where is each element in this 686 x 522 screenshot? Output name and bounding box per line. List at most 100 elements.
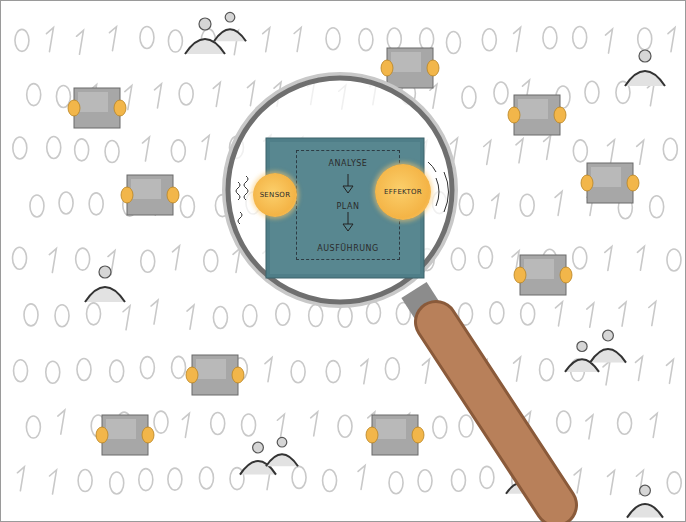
zero-digit <box>276 303 290 325</box>
person-icon <box>266 437 298 466</box>
agent-box-shade <box>78 92 108 112</box>
zero-digit <box>139 469 153 491</box>
one-digit <box>361 360 368 384</box>
one-digit <box>514 357 521 381</box>
agent-box <box>127 175 173 215</box>
lens-glass <box>228 78 452 302</box>
zero-digit <box>573 247 587 269</box>
zero-digit <box>338 305 352 327</box>
person-icon <box>85 266 125 302</box>
zero-digit <box>14 360 28 382</box>
one-digit <box>49 249 56 273</box>
zero-digit <box>462 86 476 108</box>
agent-box-shade <box>131 179 161 199</box>
zero-digit <box>480 466 494 488</box>
zero-digit <box>309 305 323 327</box>
agent-port <box>186 367 198 383</box>
zero-digit <box>59 192 73 214</box>
person-shoulders <box>85 287 125 302</box>
person-icon <box>214 12 246 41</box>
node-label: ANALYSE <box>329 159 368 168</box>
zero-digit <box>573 27 587 49</box>
one-digit <box>151 300 158 324</box>
agent-box-shade <box>391 52 421 72</box>
agent-square <box>514 255 572 295</box>
agent-box <box>74 88 120 128</box>
zero-digit <box>105 141 119 163</box>
zero-digit <box>26 416 40 438</box>
zero-digit <box>291 361 305 383</box>
one-digit <box>555 191 562 215</box>
zero-digit <box>326 361 340 383</box>
effector-circle: EFFEKTOR <box>375 164 431 220</box>
one-digit <box>492 194 499 218</box>
agent-box-shade <box>524 259 554 279</box>
one-digit <box>213 82 220 106</box>
one-digit <box>516 139 523 163</box>
person-head <box>199 18 211 30</box>
one-digit <box>649 302 656 326</box>
zero-digit <box>494 82 508 104</box>
zero-digit <box>87 303 101 325</box>
zero-digit <box>15 29 29 51</box>
zero-digit <box>451 469 465 491</box>
zero-digit <box>199 467 213 489</box>
one-digit <box>544 135 551 159</box>
zero-digit <box>172 356 186 378</box>
person-head <box>277 437 287 447</box>
zero-digit <box>338 415 352 437</box>
zero-digit <box>76 248 90 270</box>
person-icons <box>85 12 665 517</box>
zero-digit <box>78 470 92 492</box>
agent-box <box>387 48 433 88</box>
zero-digit <box>667 472 681 494</box>
zero-digit <box>482 29 496 51</box>
agent-port <box>554 107 566 123</box>
zero-digit <box>387 28 401 50</box>
one-digit <box>50 470 57 494</box>
zero-digit <box>459 415 473 437</box>
one-digit <box>650 413 657 437</box>
zero-digit <box>75 139 89 161</box>
one-digit <box>294 28 301 52</box>
sensor-circle: SENSOR <box>253 173 297 217</box>
one-digit <box>422 359 429 383</box>
one-digit <box>76 30 83 54</box>
zero-digit <box>543 27 557 49</box>
one-digit <box>608 470 615 494</box>
zero-digit <box>389 472 403 494</box>
zero-digit <box>618 412 632 434</box>
person-head <box>225 12 235 22</box>
one-digit <box>555 302 562 326</box>
one-digit <box>123 306 130 330</box>
zero-digit <box>46 361 60 383</box>
person-head <box>577 341 587 351</box>
zero-digit <box>77 359 91 381</box>
one-digit <box>173 246 180 270</box>
agent-box <box>102 415 148 455</box>
zero-digit <box>573 140 587 162</box>
person-icon <box>240 442 276 474</box>
zero-digit <box>47 137 61 159</box>
one-digit <box>608 140 615 164</box>
zero-digit <box>27 84 41 106</box>
zero-digit <box>451 248 465 270</box>
zero-digit <box>110 472 124 494</box>
zero-digit <box>638 28 652 50</box>
zero-digit <box>13 247 27 269</box>
person-shoulders <box>627 504 663 518</box>
zero-digit <box>366 302 380 324</box>
zero-digit <box>30 195 44 217</box>
zero-digit <box>89 193 103 215</box>
zero-digit <box>521 303 535 325</box>
zero-digit <box>585 81 599 103</box>
node-label: EFFEKTOR <box>384 188 422 196</box>
zero-digit <box>110 360 124 382</box>
agent-box <box>372 415 418 455</box>
zero-digit <box>24 304 38 326</box>
one-digit <box>263 28 270 52</box>
lens-rim-outer <box>224 74 456 306</box>
